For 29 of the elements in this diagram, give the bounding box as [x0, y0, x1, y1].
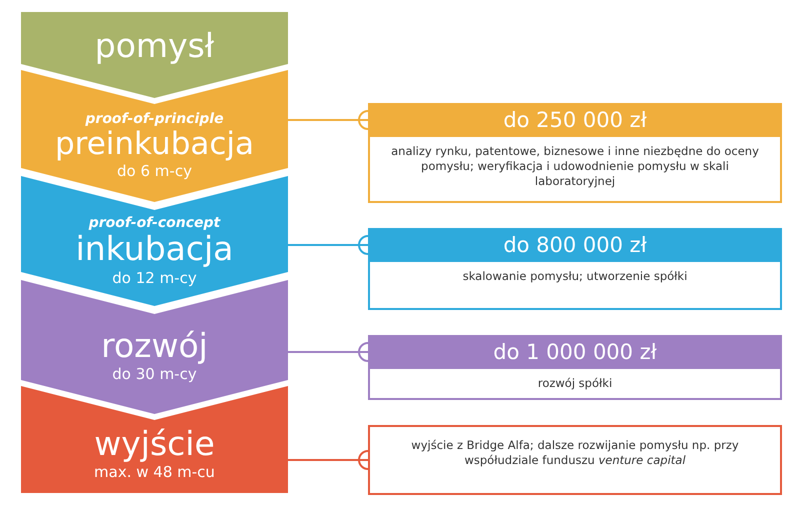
connector-line: [288, 342, 369, 362]
funding-amount: do 1 000 000 zł: [368, 335, 782, 369]
funding-description: rozwój spółki: [536, 375, 614, 392]
stage-duration: max. w 48 m-cu: [94, 464, 215, 481]
funding-amount: do 250 000 zł: [368, 103, 782, 137]
funding-card: [368, 103, 782, 203]
stage-subtitle: proof-of-concept: [88, 216, 220, 232]
connector-line: [288, 235, 369, 255]
connector-line: [288, 110, 369, 130]
connector-line: [288, 450, 369, 470]
funding-amount: do 800 000 zł: [368, 228, 782, 262]
funding-card: [368, 228, 782, 310]
stage-subtitle: proof-of-principle: [85, 112, 224, 128]
funding-description: skalowanie pomysłu; utworzenie spółki: [462, 268, 688, 285]
stage-duration: do 6 m-cy: [117, 163, 192, 180]
chevron-stage-band: [21, 12, 288, 98]
stage-title: preinkubacja: [54, 127, 254, 162]
chevron-stage-band: [21, 70, 288, 202]
funding-card: [368, 335, 782, 400]
stage-duration: do 30 m-cy: [112, 366, 197, 383]
chevron-stage-band: [21, 386, 288, 493]
funding-description: wyjście z Bridge Alfa; dalsze rozwijanie pomysłu np. przy współudziale funduszu venture capital: [410, 437, 740, 469]
stage-title: inkubacja: [76, 231, 234, 268]
stage-title: rozwój: [101, 328, 208, 364]
stage-title: pomysł: [94, 28, 214, 64]
funding-description: analizy rynku, patentowe, biznesowe i inne niezbędne do oceny pomysłu; weryfikacja i udowodnienie pomysłu w skali laboratoryjnej: [390, 143, 760, 190]
funding-card: [368, 425, 782, 495]
stage-title: wyjście: [94, 426, 215, 462]
stage-duration: do 12 m-cy: [112, 270, 197, 286]
